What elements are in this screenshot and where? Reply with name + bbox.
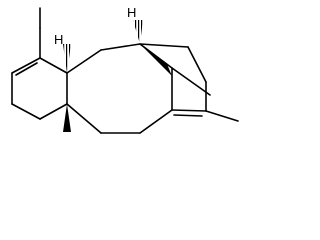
bold-wedge-bond [63, 104, 71, 132]
bond [171, 109, 207, 112]
bond [39, 57, 68, 74]
bold-wedge-bond [140, 44, 172, 76]
bond-methyl [205, 110, 239, 122]
bond [39, 103, 68, 120]
bonds [11, 7, 239, 134]
bond-double-inner [15, 62, 38, 76]
atom-label-h: H [127, 5, 136, 20]
bond [187, 46, 207, 83]
atom-label-h: H [54, 32, 63, 47]
bond [11, 57, 41, 74]
bond [139, 43, 189, 48]
structure-canvas: H H [11, 5, 239, 134]
hashed-wedge-bond [133, 20, 143, 44]
bond [66, 103, 102, 134]
hashed-wedge-bond [63, 44, 71, 73]
bond [171, 67, 211, 96]
bond [66, 49, 102, 74]
bond [11, 103, 41, 120]
bond-double-inner [173, 114, 203, 117]
bond [139, 109, 173, 134]
bond [100, 43, 141, 51]
skeletal-formula: H H [11, 5, 239, 134]
